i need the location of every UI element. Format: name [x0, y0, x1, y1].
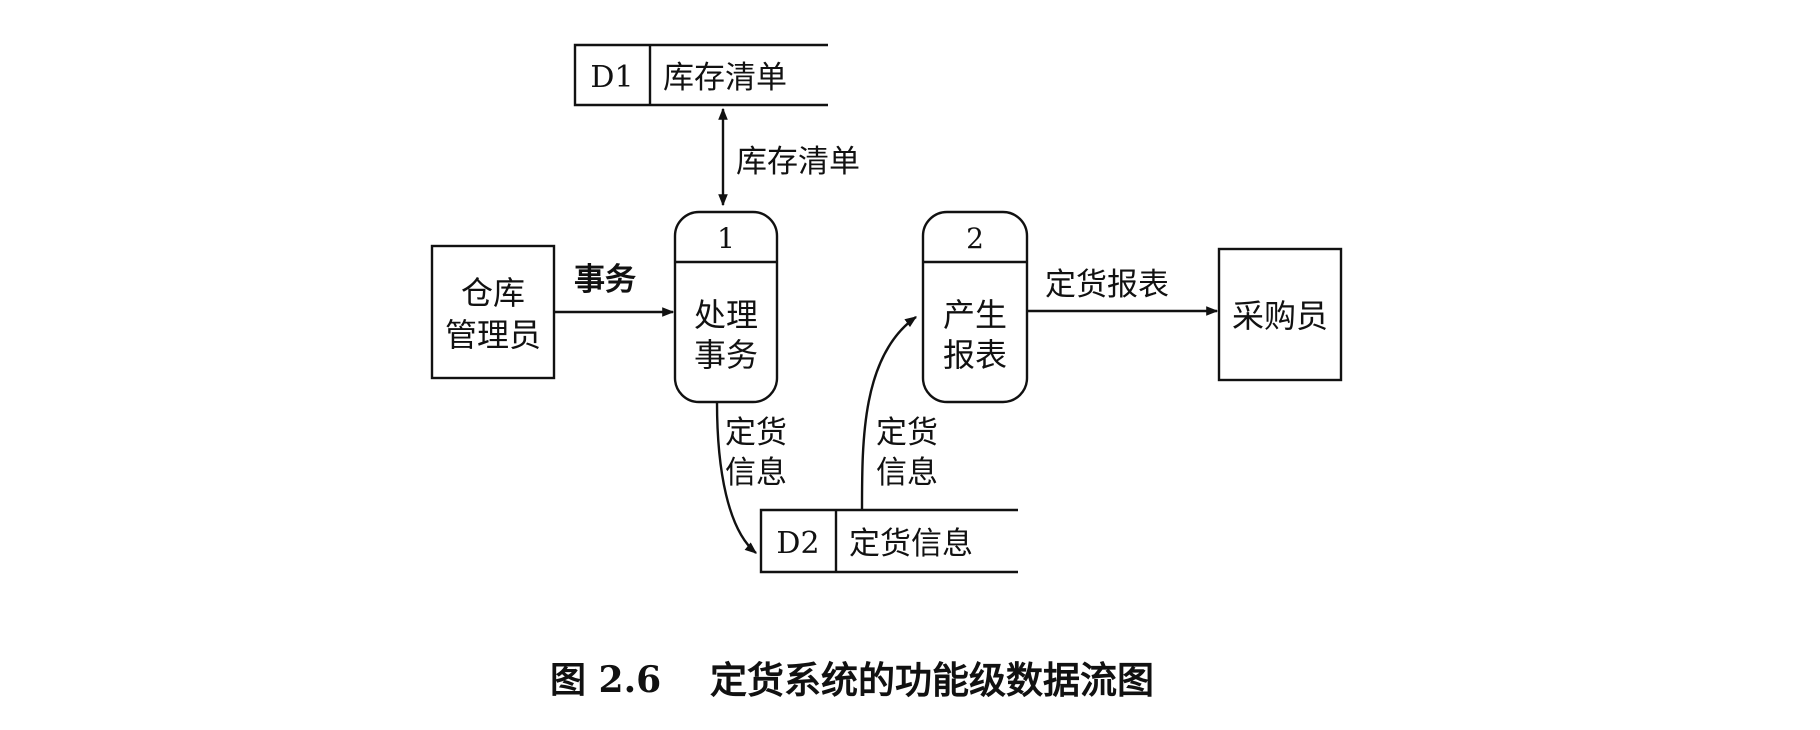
flow-order-info-out: 定货 信息	[715, 401, 787, 554]
flow-order-info-in: 定货 信息	[860, 316, 938, 511]
entity-warehouse-manager-line2: 管理员	[445, 316, 541, 354]
data-store-d1-name: 库存清单	[663, 60, 787, 96]
process-1: 1 处理 事务	[673, 210, 779, 404]
data-store-d1: D1 库存清单	[573, 43, 828, 107]
flow-order-report-label: 定货报表	[1045, 267, 1169, 303]
entity-purchaser: 采购员	[1217, 247, 1343, 382]
flow-inventory: 库存清单	[718, 107, 860, 207]
entity-purchaser-label: 采购员	[1232, 297, 1328, 335]
data-store-d2: D2 定货信息	[759, 508, 1018, 574]
flow-order-info-out-line2: 信息	[725, 455, 787, 491]
data-store-d2-name: 定货信息	[849, 526, 973, 562]
figure-caption: 图 2.6 定货系统的功能级数据流图	[550, 659, 1154, 702]
flow-inventory-label: 库存清单	[736, 144, 860, 180]
data-store-d2-id: D2	[776, 526, 819, 561]
process-1-line1: 处理	[694, 296, 758, 334]
entity-warehouse-manager: 仓库 管理员	[430, 244, 556, 380]
process-1-line2: 事务	[694, 336, 758, 374]
flow-order-report: 定货报表	[1027, 267, 1219, 316]
process-2-line2: 报表	[943, 336, 1007, 374]
flow-transaction: 事务	[554, 262, 675, 317]
process-2-line1: 产生	[943, 296, 1007, 334]
data-store-d1-id: D1	[590, 60, 633, 95]
figure-caption-number: 图 2.6	[550, 659, 661, 701]
figure-caption-title: 定货系统的功能级数据流图	[710, 659, 1154, 702]
process-2-number: 2	[966, 222, 984, 255]
flow-order-info-in-line2: 信息	[876, 455, 938, 491]
flow-order-info-out-line1: 定货	[725, 415, 787, 451]
flow-order-info-in-line1: 定货	[876, 415, 938, 451]
process-1-number: 1	[717, 222, 735, 255]
entity-warehouse-manager-line1: 仓库	[461, 274, 525, 312]
process-2: 2 产生 报表	[921, 210, 1029, 404]
flow-transaction-label: 事务	[574, 262, 636, 298]
